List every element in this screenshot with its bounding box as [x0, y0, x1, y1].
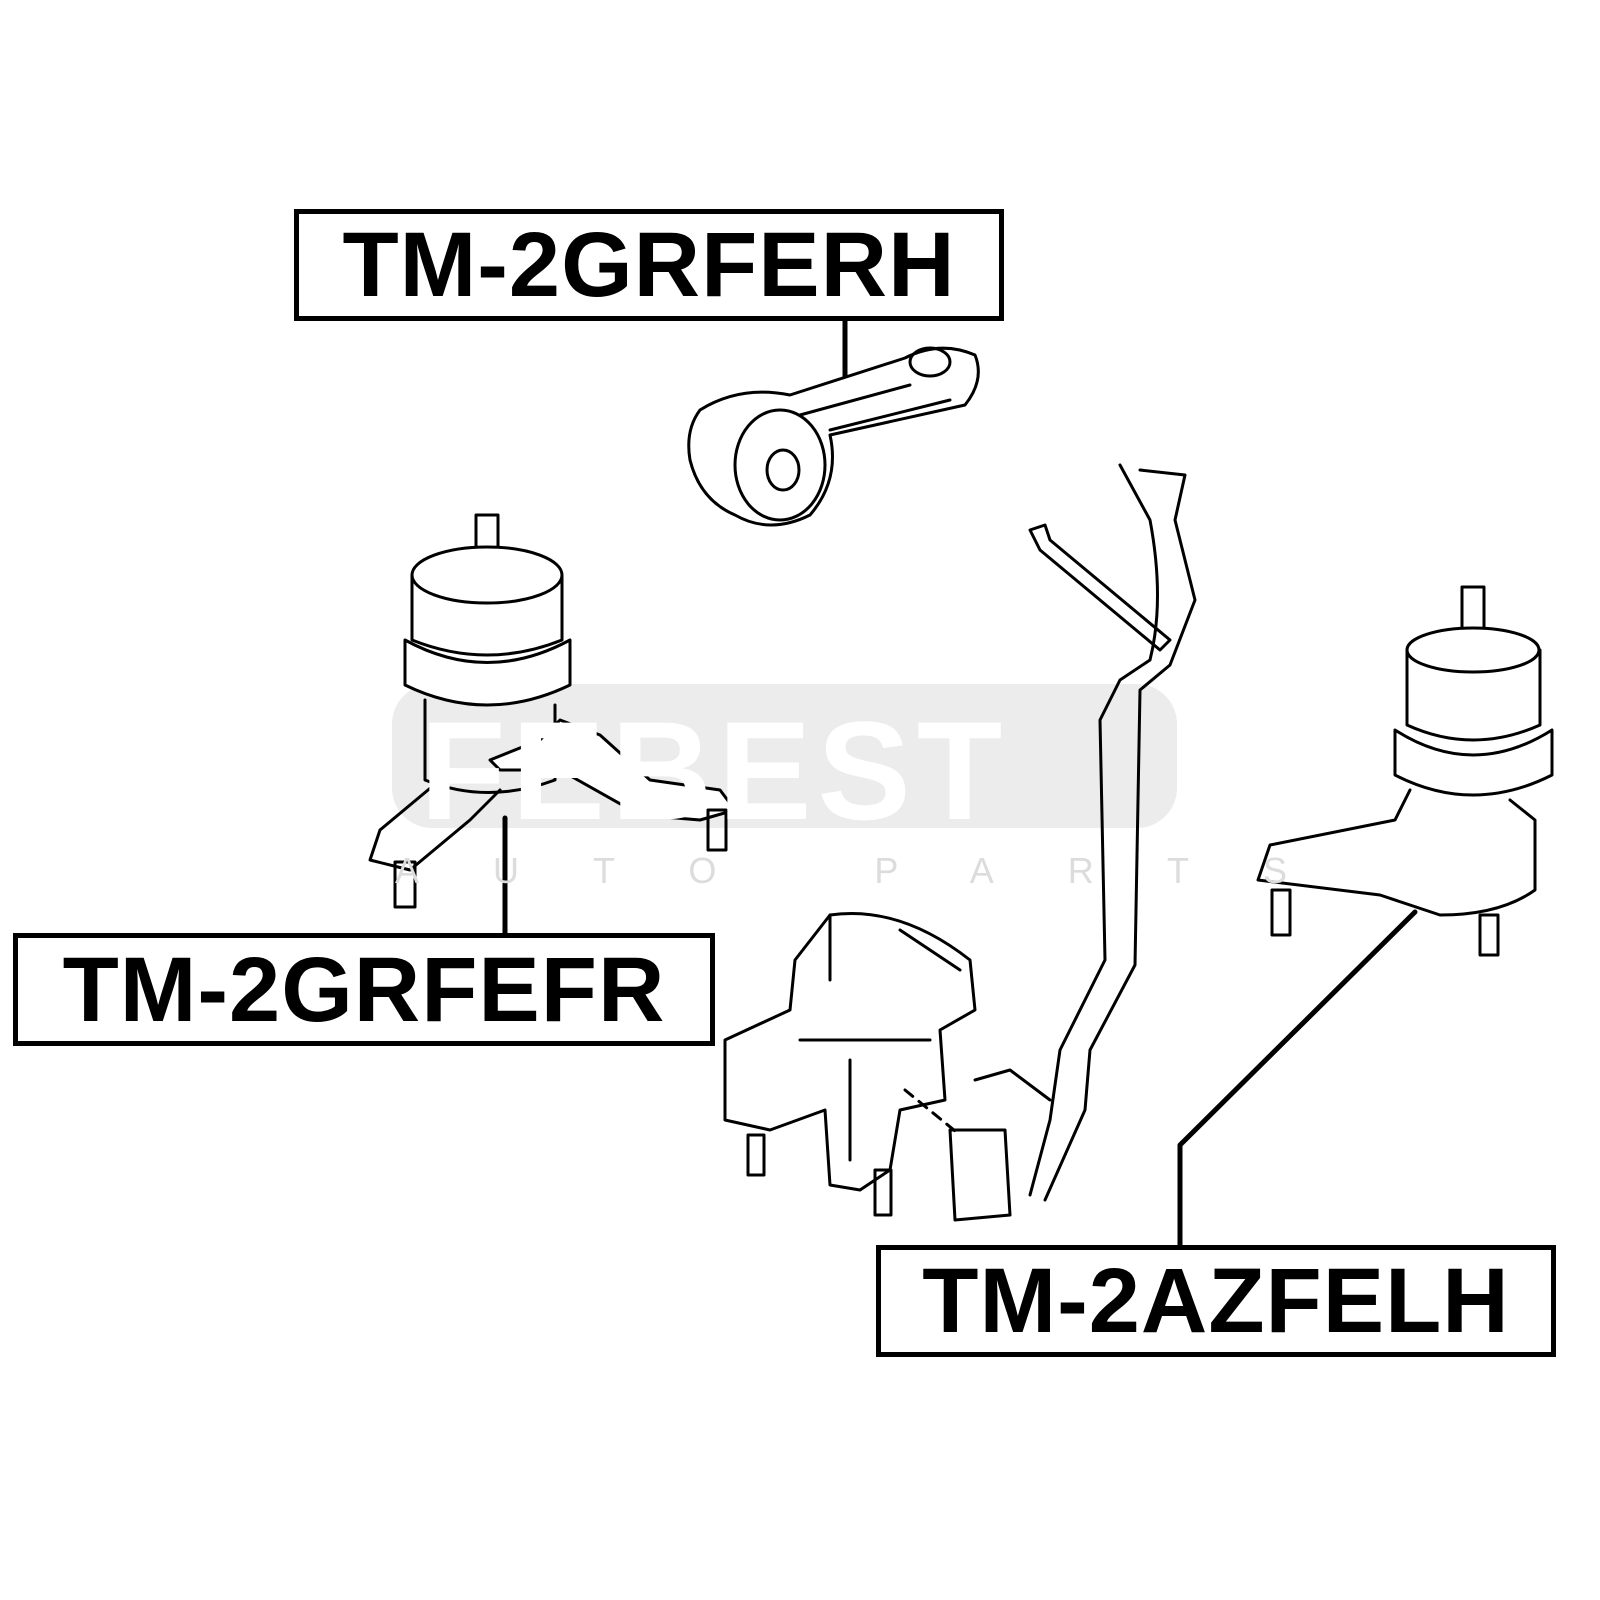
right-mount-drawing — [368, 513, 737, 909]
part-label-tm-2azfelh: TM-2AZFELH — [876, 1245, 1556, 1357]
torque-rod-drawing — [687, 346, 980, 527]
part-label-tm-2grfefr: TM-2GRFEFR — [13, 933, 715, 1046]
part-label-tm-2grferh: TM-2GRFERH — [294, 209, 1004, 321]
center-mount-drawing — [723, 463, 1197, 1222]
left-mount-drawing — [1256, 585, 1554, 957]
watermark-brand: FEBEST — [420, 692, 1009, 849]
watermark-tagline: AUTO PARTS — [395, 850, 1362, 891]
